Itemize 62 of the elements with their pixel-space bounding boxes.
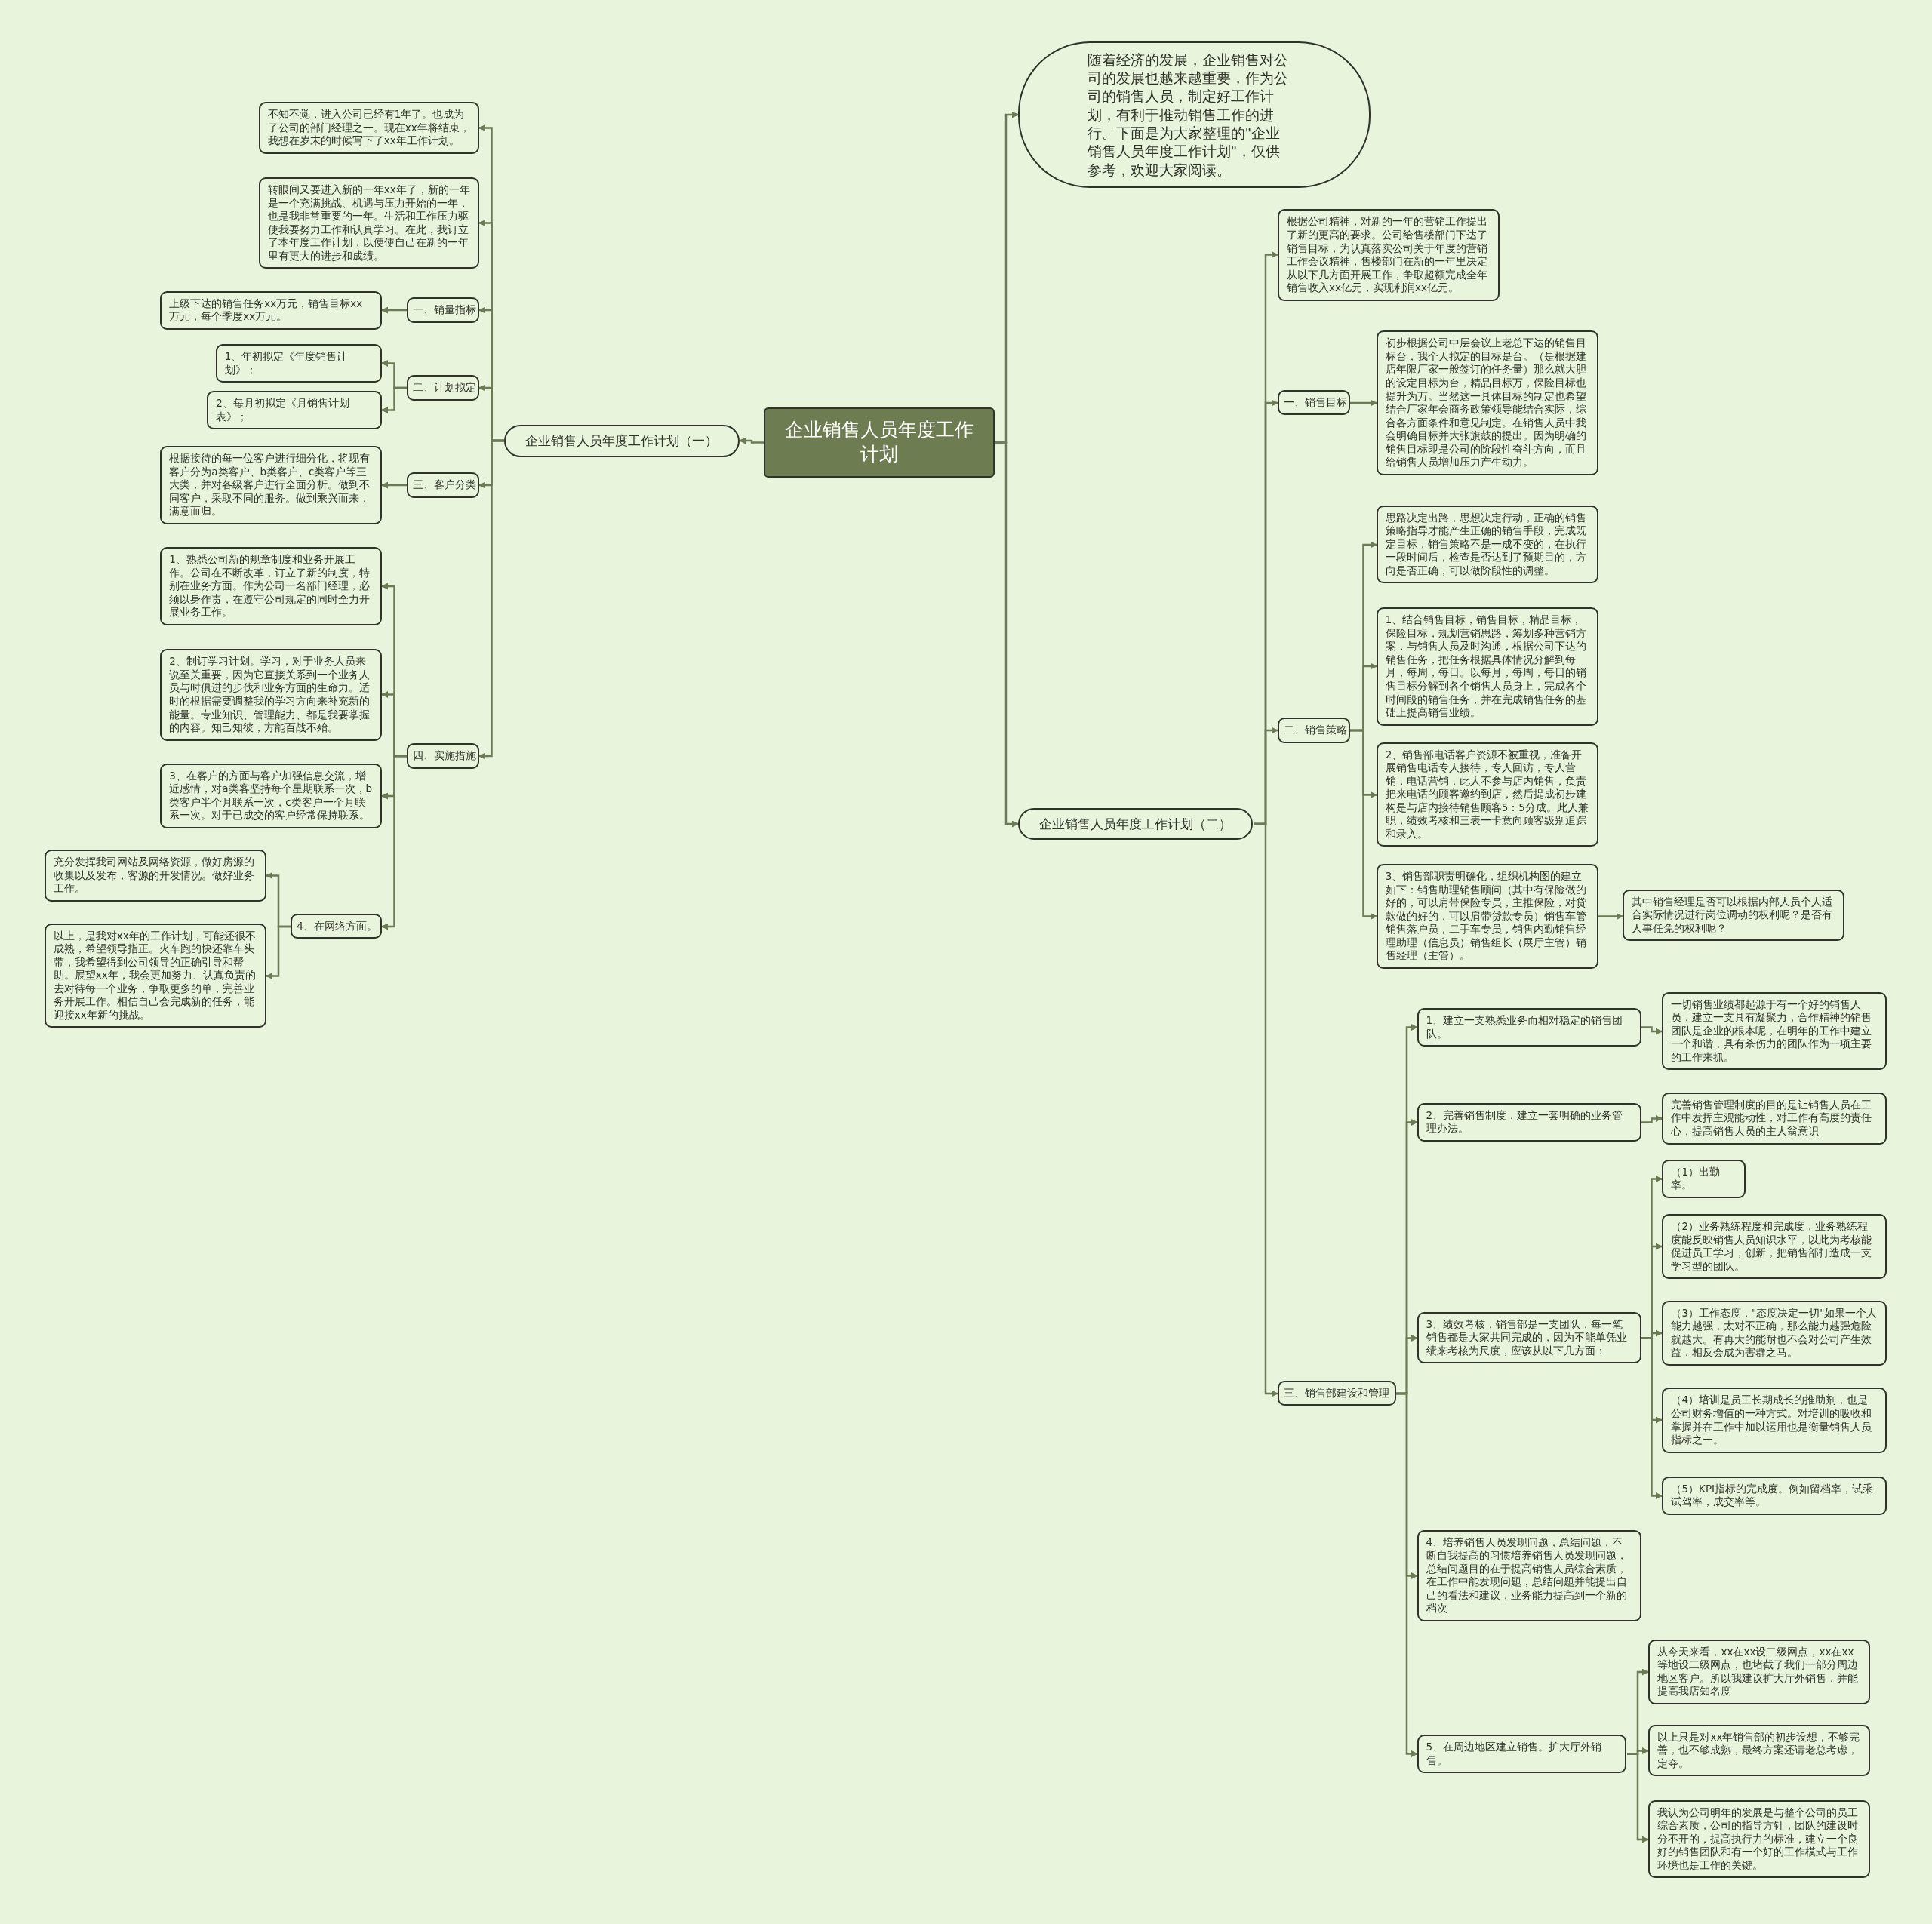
topic-box: 二、计划拟定: [406, 375, 480, 401]
text-box: 不知不觉，进入公司已经有1年了。也成为了公司的部门经理之一。现在xx年将结束，我想在岁末的时候写下了xx年工作计划。: [258, 102, 480, 154]
text-box: 完善销售管理制度的目的是让销售人员在工作中发挥主观能动性，对工作有高度的责任心，提高销售人员的主人翁意识: [1662, 1092, 1887, 1145]
text-box: 2、销售部电话客户资源不被重视，准备开展销售电话专人接待，专人回访，专人营销，电话营销，此人不参与店内销售，负责把来电话的顾客邀约到店，然后提成初步建构是与店内接待销售顾客5：5分成。此人兼职，绩效考核和三表一卡意向顾客级别追踪和录入。: [1376, 742, 1598, 847]
connector-arrow: [381, 386, 407, 413]
text-box: 充分发挥我司网站及网络资源，做好房源的收集以及发布，客源的开发情况。做好业务工作。: [44, 850, 266, 902]
connector-arrow: [1641, 1337, 1663, 1499]
connector-arrow: [1627, 1753, 1649, 1843]
central-topic-box: 企业销售人员年度工作计划: [764, 407, 995, 478]
connector-arrow: [478, 439, 504, 760]
text-box: 3、绩效考核，销售部是一支团队，每一笔销售都是大家共同完成的，因为不能单凭业绩来考核为尺度，应该从以下几方面：: [1417, 1311, 1641, 1364]
branch-capsule: 企业销售人员年度工作计划（一）: [503, 425, 740, 457]
connector-arrow: [1350, 729, 1377, 920]
topic-box: 二、销售策略: [1278, 718, 1351, 743]
text-box: 1、结合销售目标，销售目标，精品目标，保险目标，规划营销思路，筹划多种营销方案，与销售人员及时沟通，根据公司下达的销售任务，把任务根据具体情况分解到每月，每周，每日。以每月，每周，每日的销售目标分解到各个销售人员身上，完成各个时间段的销售任务，并在完成销售任务的基础上提高销售业绩。: [1376, 607, 1598, 726]
text-box: 一切销售业绩都起源于有一个好的销售人员，建立一支具有凝聚力，合作精神的销售团队是企业的根本呢，在明年的工作中建立一个和谐，具有杀伤力的团队作为一项主要的工作来抓。: [1662, 991, 1887, 1071]
topic-box: 三、客户分类: [406, 472, 480, 498]
text-box: （4）培训是员工长期成长的推助剂，也是公司财务增值的一种方式。对培训的吸收和掌握并在工作中加以运用也是衡量销售人员指标之一。: [1662, 1388, 1887, 1453]
text-box: 2、制订学习计划。学习，对于业务人员来说至关重要，因为它直接关系到一个业务人员与时俱进的步伐和业务方面的生命力。适时的根据需要调整我的学习方向来补充新的能量。专业知识、管理能力、都是我要掌握的内容。知己知彼，方能百战不殆。: [160, 649, 383, 741]
text-box: 4、培养销售人员发现问题，总结问题，不断自我提高的习惯培养销售人员发现问题，总结问题目的在于提高销售人员综合素质，在工作中能发现问题，总结问题并能提出自己的看法和建议，业务能力提高到一个新的档次: [1417, 1529, 1641, 1621]
text-box: 1、建立一支熟悉业务而相对稳定的销售团队。: [1417, 1008, 1641, 1047]
connector-arrow: [1641, 1115, 1663, 1123]
topic-box: 四、实施措施: [406, 743, 480, 769]
connector-arrow: [739, 437, 764, 444]
branch-capsule: 企业销售人员年度工作计划（二）: [1017, 808, 1254, 841]
text-box: （3）工作态度，"态度决定一切"如果一个人能力越强，太对不正确，那么能力越强危险就越大。有再大的能耐也不会对公司产生效益，相反会成为害群之马。: [1662, 1300, 1887, 1366]
text-box: （2）业务熟练程度和完成度，业务熟练程度能反映销售人员知识水平，以此为考核能促进员工学习，创新，把销售部打造成一支学习型的团队。: [1662, 1214, 1887, 1280]
text-box: 以上只是对xx年销售部的初步设想，不够完善，也不够成熟，最终方案还请老总考虑，定夺。: [1648, 1724, 1871, 1777]
text-box: 2、完善销售制度，建立一套明确的业务管理办法。: [1417, 1102, 1641, 1142]
text-box: 初步根据公司中层会议上老总下达的销售目标台，我个人拟定的目标是台。（是根据建店年限厂家一般签订的任务量）那么就大胆的设定目标为台，精品目标万，保险目标也提升为万。当然这一具体目标的制定也希望结合厂家年会商务政策领导能结合实际，综合各方面条件和意见制定。在销售人员中我会明确目标并大张旗鼓的提出。因为明确的销售目标即是公司的阶段性奋斗方向，而且给销售人员增加压力产生动力。: [1376, 330, 1598, 475]
connector-arrow: [266, 925, 291, 979]
text-box: 1、熟悉公司新的规章制度和业务开展工作。公司在不断改革，订立了新的制度，特别在业务方面。作为公司一名部门经理，必须以身作责，在遵守公司规定的同时全力开展业务工作。: [160, 547, 383, 625]
text-box: 转眼间又要进入新的一年xx年了，新的一年是一个充满挑战、机遇与压力开始的一年，也是我非常重要的一年。生活和工作压力驱使我要努力工作和认真学习。在此，我订立了本年度工作计划，以便使自己在新的一年里有更大的进步和成绩。: [258, 177, 480, 269]
text-box: （5）KPI指标的完成度。例如留档率，试乘试驾率，成交率等。: [1662, 1476, 1887, 1515]
text-box: 2、每月初拟定《月销售计划表》；: [207, 391, 383, 430]
text-box: 根据接待的每一位客户进行细分化，将现有客户分为a类客户、b类客户、c类客户等三大类，并对各级客户进行全面分析。做到不同客户，采取不同的服务。做到乘兴而来，满意而归。: [160, 446, 383, 524]
connector-arrow: [994, 441, 1019, 828]
text-box: 根据公司精神，对新的一年的营销工作提出了新的更高的要求。公司给售楼部门下达了销售目标，为认真落实公司关于年度的营销工作会议精神，售楼部门在新的一年里决定从以下几方面开展工作，争取超额完成全年销售收入xx亿元，实现利润xx亿元。: [1278, 209, 1500, 301]
connector-arrow: [381, 306, 407, 314]
text-box: 我认为公司明年的发展是与整个公司的员工综合素质，公司的指导方针，团队的建设时分不开的，提高执行力的标准，建立一个良好的销售团队和有一个好的工作模式与工作环境也是工作的关键。: [1648, 1800, 1871, 1879]
text-box: 3、在客户的方面与客户加强信息交流，增近感情，对a类客坚持每个星期联系一次，b类客户半个月联系一次，c类客户一个月联系一次。对于已成交的客户经常保持联系。: [160, 763, 383, 828]
topic-box: 一、销量指标: [406, 297, 480, 323]
text-box: 从今天来看，xx在xx设二级网点，xx在xx等地设二级网点，也堵截了我们一部分周边地区客户。所以我建议扩大厅外销售，并能提高我店知名度: [1648, 1639, 1871, 1704]
topic-box: 4、在网络方面。: [291, 913, 383, 939]
topic-box: 三、销售部建设和管理: [1278, 1380, 1396, 1406]
text-box: 5、在周边地区建立销售。扩大厅外销售。: [1417, 1735, 1627, 1774]
connector-arrow: [1350, 399, 1377, 407]
connector-arrow: [381, 481, 407, 489]
text-box: 思路决定出路，思想决定行动，正确的销售策略指导才能产生正确的销售手段，完成既定目标，销售策略不是一成不变的，在执行一段时间后，检查是否达到了预期目的，方向是否正确，可以做阶段性的调整。: [1376, 505, 1598, 584]
text-box: （1）出勤率。: [1662, 1159, 1746, 1199]
connector-arrow: [1254, 822, 1278, 1397]
topic-box: 一、销售目标: [1278, 389, 1351, 416]
text-box: 以上，是我对xx年的工作计划，可能还很不成熟，希望领导指正。火车跑的快还靠车头带，我希望得到公司领导的正确引导和帮助。展望xx年，我会更加努力、认真负责的去对待每一个业务，争取更多的单，完善业务开展工作。相信自己会完成新的任务，能迎接xx年新的挑战。: [44, 923, 266, 1028]
text-box: 上级下达的销售任务xx万元，销售目标xx万元，每个季度xx万元。: [160, 290, 383, 330]
text-box: 3、销售部职责明确化，组织机构图的建立如下：销售助理销售顾问（其中有保险做的好的，可以肩带保险专员，主推保险，对贷款做的好的，可以肩带贷款专员）销售车管销售落户员，二手车专员，销售内勤销售经理助理（信息员）销售组长（展厅主管）销售经理（主管）。: [1376, 864, 1598, 969]
text-box: 其中销售经理是否可以根据内部人员个人适合实际情况进行岗位调动的权利呢？是否有人事任免的权利呢？: [1623, 889, 1845, 942]
intro-capsule: 随着经济的发展，企业销售对公司的发展也越来越重要，作为公司的销售人员，制定好工作计划，有利于推动销售工作的进行。下面是为大家整理的"企业销售人员年度工作计划"，仅供参考，欢迎大家阅读。: [1017, 41, 1371, 188]
connector-arrow: [1641, 1026, 1663, 1035]
connector-arrow: [1598, 913, 1623, 920]
connector-arrow: [381, 755, 407, 930]
connector-arrow: [1396, 1392, 1418, 1757]
text-box: 1、年初拟定《年度销售计划》；: [215, 344, 383, 383]
